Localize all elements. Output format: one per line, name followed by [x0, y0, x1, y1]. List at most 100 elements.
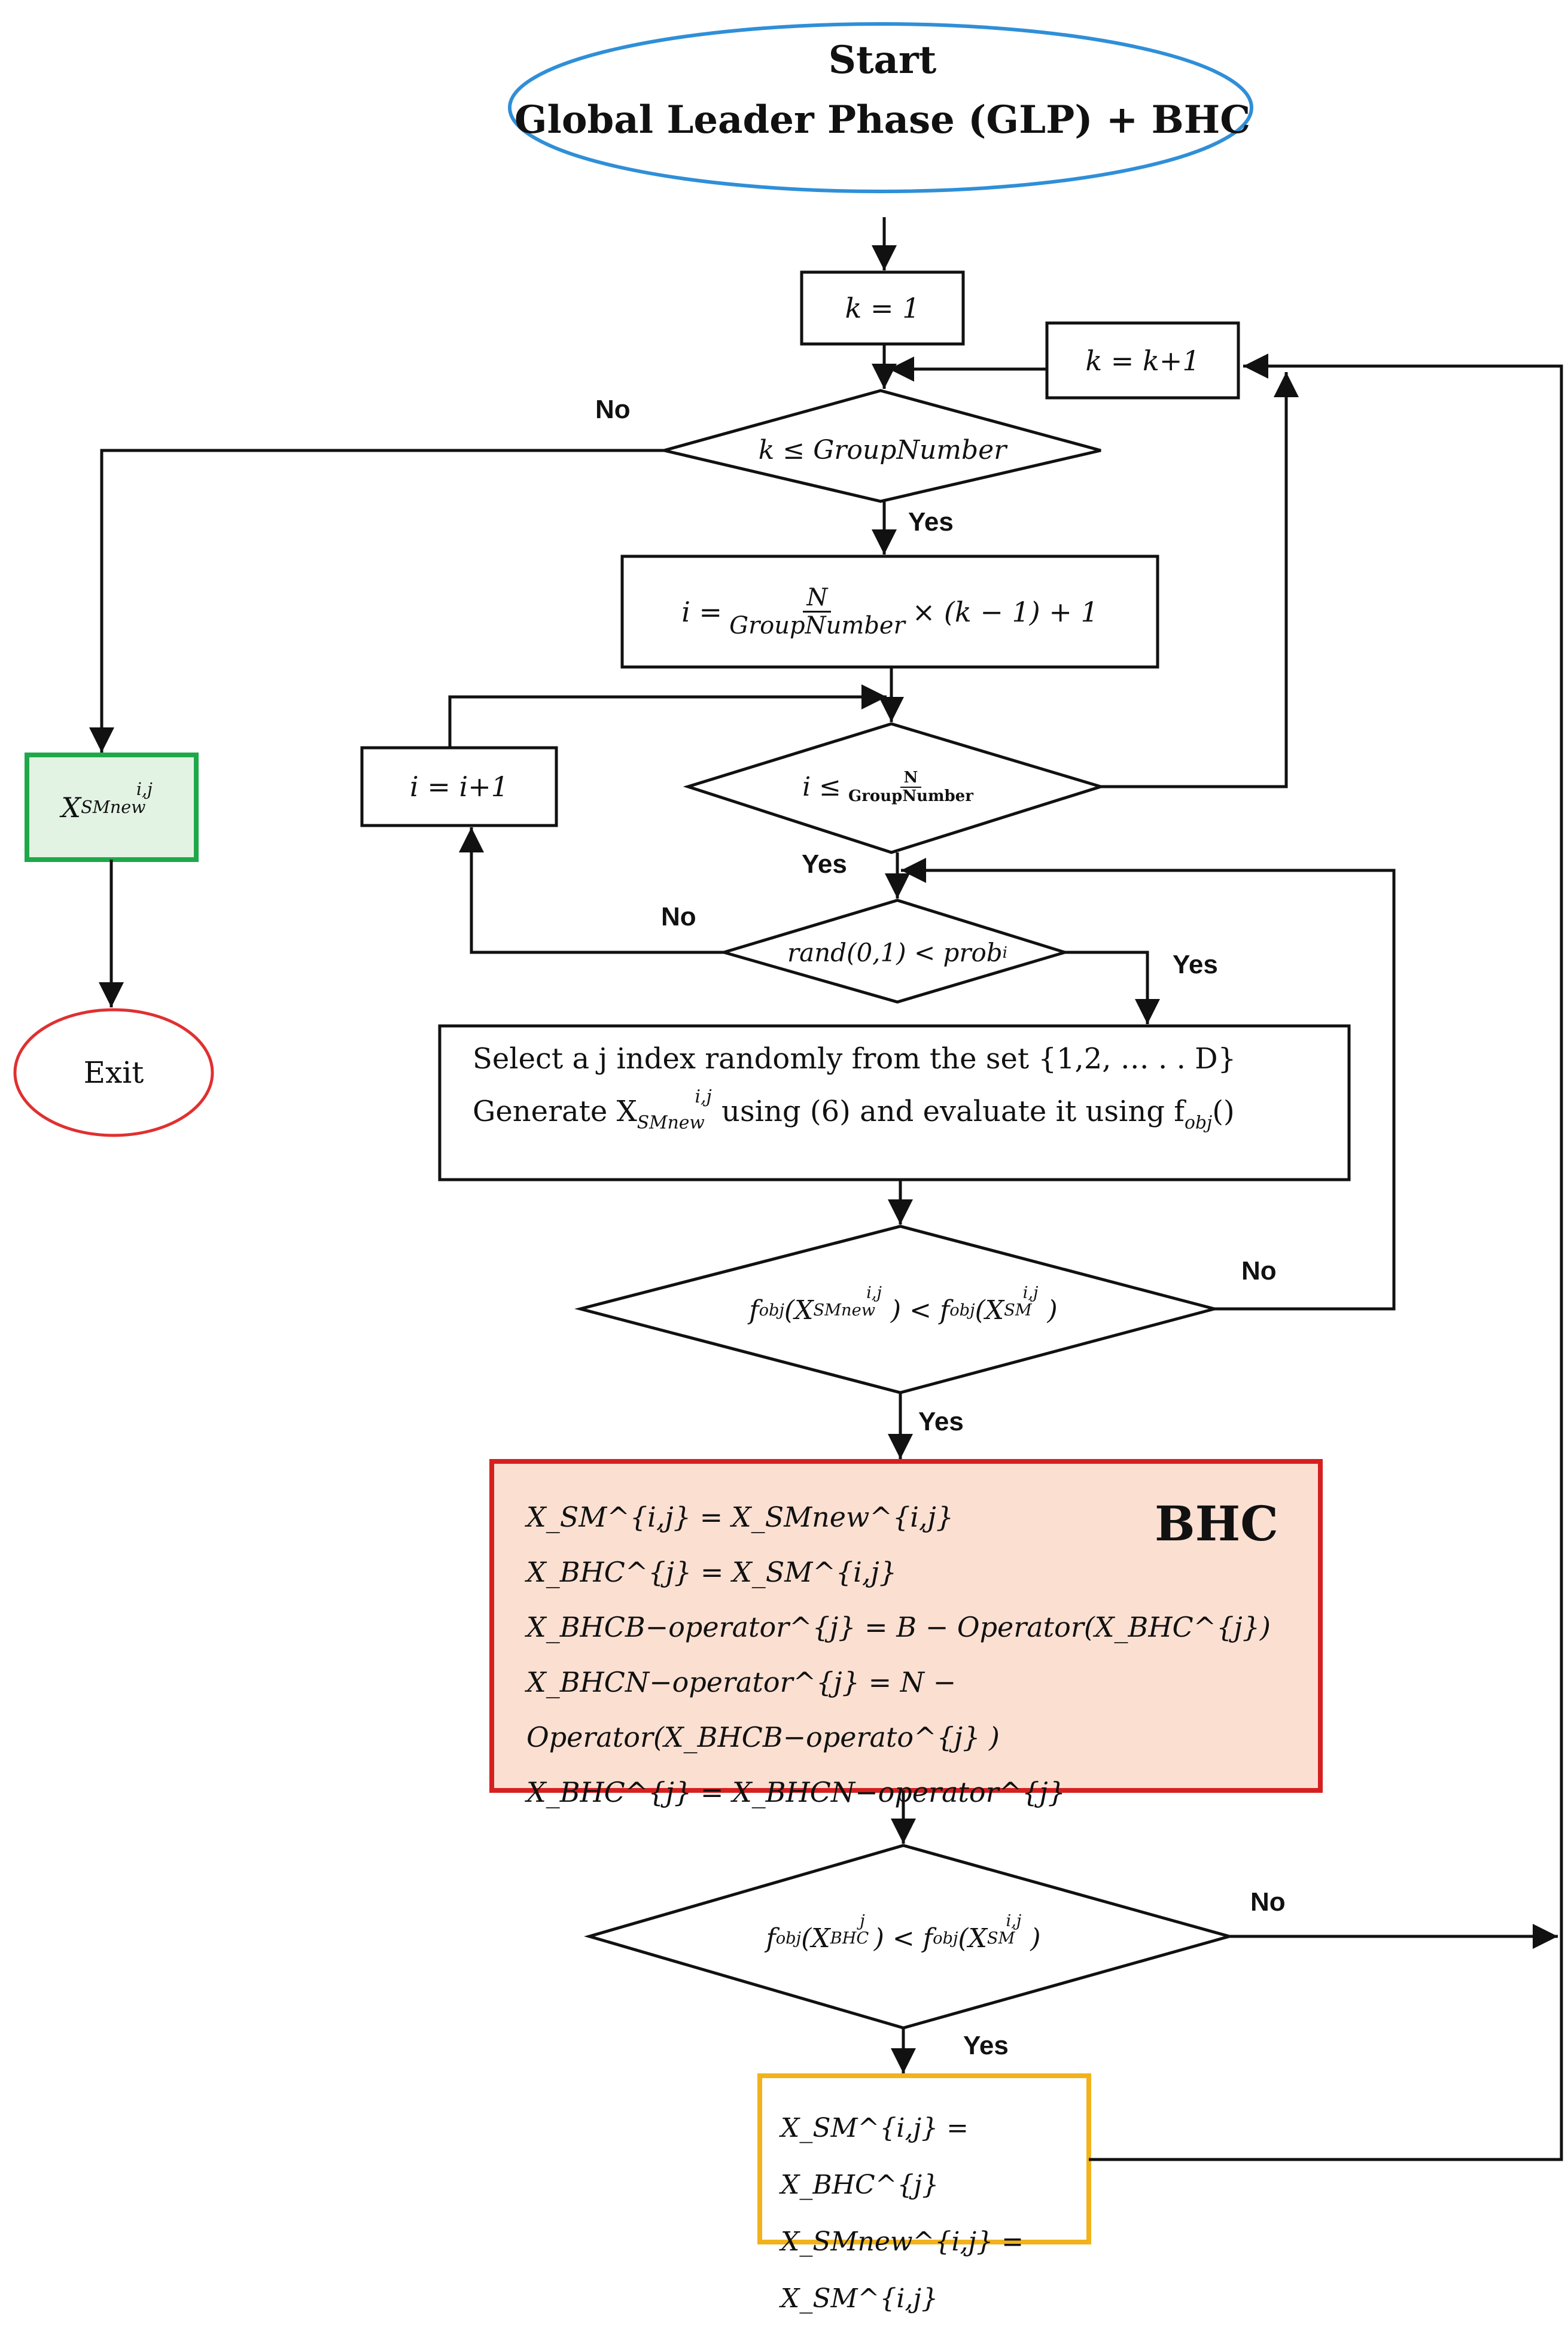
arrow-kcond-no-to-output: [89, 449, 664, 753]
label-no-rand: No: [661, 902, 696, 931]
fobj2-x-a: X: [811, 1923, 830, 1954]
select-line2-b: using (6) and evaluate it using f: [721, 1095, 1185, 1128]
fobj1-x-b: X: [985, 1295, 1004, 1326]
final-formula-line: X_SM^{i,j} = X_BHC^{j}: [781, 2113, 969, 2200]
k-init-label: k = 1: [845, 292, 920, 324]
i-cond-num: N: [900, 769, 922, 788]
label-yes-f1: Yes: [918, 1407, 964, 1436]
i-assign-box: [620, 555, 1159, 669]
flowchart-canvas: [13, 22, 1563, 2244]
start-title: Start: [828, 37, 937, 83]
fobj1-x-a: X: [794, 1295, 814, 1326]
i-cond-fraction: N GroupNumber: [845, 769, 977, 805]
label-yes-k: Yes: [908, 507, 954, 537]
fobj2-sub-b: obj: [933, 1929, 958, 1948]
select-line2-c: (): [1212, 1095, 1235, 1128]
arrow-icond-no-to-kinc: [1101, 372, 1299, 788]
select-sub-obj: obj: [1185, 1112, 1213, 1134]
i-assign-num: N: [803, 584, 832, 613]
fobj1-subnew: SMnew: [813, 1300, 876, 1320]
select-box: [438, 1024, 1351, 1181]
k-cond-rhs: GroupNumber: [813, 435, 1007, 465]
fobj1-sub-a: obj: [759, 1300, 784, 1320]
k-cond-var: k: [758, 435, 775, 465]
bhc-formula-line: X_BHCB−operator^{j} = B − Operator(X_BHC…: [526, 1611, 1271, 1643]
fobj2-sup-j: j: [860, 1911, 865, 1930]
start-ellipse: [508, 22, 1253, 193]
final-formula-line: X_SMnew^{i,j} = X_SM^{i,j}: [781, 2227, 1024, 2314]
select-line2-a: Generate X: [473, 1095, 637, 1128]
arrow-rand-no-to-iinc: [459, 827, 724, 954]
select-line-1: Select a j index randomly from the set {…: [473, 1042, 1334, 1076]
bhc-formula-line: X_BHC^{j} = X_SM^{i,j}: [526, 1556, 897, 1588]
fobj1-sub-b: obj: [949, 1300, 975, 1320]
i-inc-box: [360, 746, 558, 827]
fobj2-f-b: f: [922, 1923, 933, 1954]
output-x: X: [61, 791, 81, 824]
fobj1-lt: <: [909, 1295, 931, 1326]
k-cond-op: ≤: [783, 435, 805, 465]
select-sub-new: SMnew: [637, 1112, 705, 1134]
arrow-fobj1-no-to-rand: [901, 858, 1396, 1311]
k-condition-label: k ≤ GroupNumber: [718, 425, 1047, 476]
fobj2-lt: <: [892, 1923, 915, 1954]
connectors: [89, 217, 1563, 2161]
i-assign-label: i = N GroupNumber × (k − 1) + 1: [622, 556, 1158, 667]
fobj1-f-b: f: [939, 1295, 950, 1326]
i-assign-fraction: N GroupNumber: [726, 584, 909, 639]
i-assign-den: GroupNumber: [729, 612, 905, 639]
bhc-formulas: X_SM^{i,j} = X_SMnew^{i,j} X_BHC^{j} = X…: [526, 1490, 1292, 1820]
k-condition-diamond: [663, 389, 1101, 503]
arrow-rand-yes-to-select: [1065, 951, 1160, 1024]
label-no-f1: No: [1241, 1256, 1277, 1286]
bhc-formula-line: X_BHC^{j} = X_BHCN−operator^{j}: [526, 1776, 1065, 1808]
k-init-box: [800, 270, 965, 346]
label-yes-f2: Yes: [963, 2031, 1009, 2060]
k-inc-label: k = k+1: [1085, 344, 1200, 377]
bhc-formula-line: X_SM^{i,j} = X_SMnew^{i,j}: [526, 1501, 954, 1533]
select-line1-text: Select a j index randomly from the set {…: [473, 1042, 1237, 1076]
fobj1-f-a: f: [749, 1295, 759, 1326]
fobj2-x-b: X: [968, 1923, 987, 1954]
final-box: [757, 2073, 1091, 2244]
fobj1-subsm: SM: [1004, 1300, 1032, 1320]
fobj1-sup-a: i,j: [866, 1283, 882, 1302]
bhc-title: BHC: [1155, 1496, 1278, 1552]
start-subtitle-label: Global Leader Phase (GLP) + BHC: [514, 90, 1250, 150]
fobj2-subsm: SM: [987, 1929, 1015, 1948]
line-final-to-loop: [1089, 354, 1563, 2161]
k-inc-box: [1045, 321, 1240, 400]
fobj2-sup-ij: i,j: [1006, 1911, 1022, 1930]
fobj2-f-a: f: [766, 1923, 776, 1954]
bhc-box: [489, 1459, 1323, 1793]
label-yes-i: Yes: [802, 849, 847, 879]
arrow-iinc-to-icond: [448, 684, 887, 748]
i-inc-label: i = i+1: [409, 770, 509, 803]
select-line-2: Generate XSMnew i,j using (6) and evaluate…: [473, 1086, 1346, 1134]
label-no-f2: No: [1250, 1887, 1286, 1917]
i-condition-label: i ≤ N GroupNumber: [766, 759, 1017, 815]
i-cond-den: GroupNumber: [848, 787, 973, 805]
label-no-k: No: [595, 395, 631, 424]
i-cond-lhs: i ≤: [802, 772, 841, 802]
label-yes-rand: Yes: [1173, 950, 1218, 979]
fobj1-sup-b: i,j: [1022, 1283, 1039, 1302]
i-assign-lhs: i =: [681, 595, 723, 628]
select-sup-ij: i,j: [695, 1086, 712, 1107]
final-formulas: X_SM^{i,j} = X_BHC^{j} X_SMnew^{i,j} = X…: [781, 2100, 1080, 2327]
rand-cond-sub: i: [1002, 943, 1007, 962]
fobj2-sub-a: obj: [775, 1929, 802, 1948]
i-assign-rest: × (k − 1) + 1: [912, 595, 1098, 628]
exit-label: Exit: [83, 1055, 144, 1090]
output-sub: SMnew: [81, 797, 146, 817]
bhc-formula-line: X_BHCN−operator^{j} = N − Operator(X_BHC…: [526, 1666, 1000, 1753]
start-label: Start: [526, 33, 1238, 87]
exit-ellipse: [13, 1008, 214, 1137]
rand-cond-text: rand(0,1) < prob: [787, 938, 1003, 967]
output-sup: i,j: [136, 779, 153, 800]
fobj2-subbhc: BHC: [830, 1929, 869, 1948]
